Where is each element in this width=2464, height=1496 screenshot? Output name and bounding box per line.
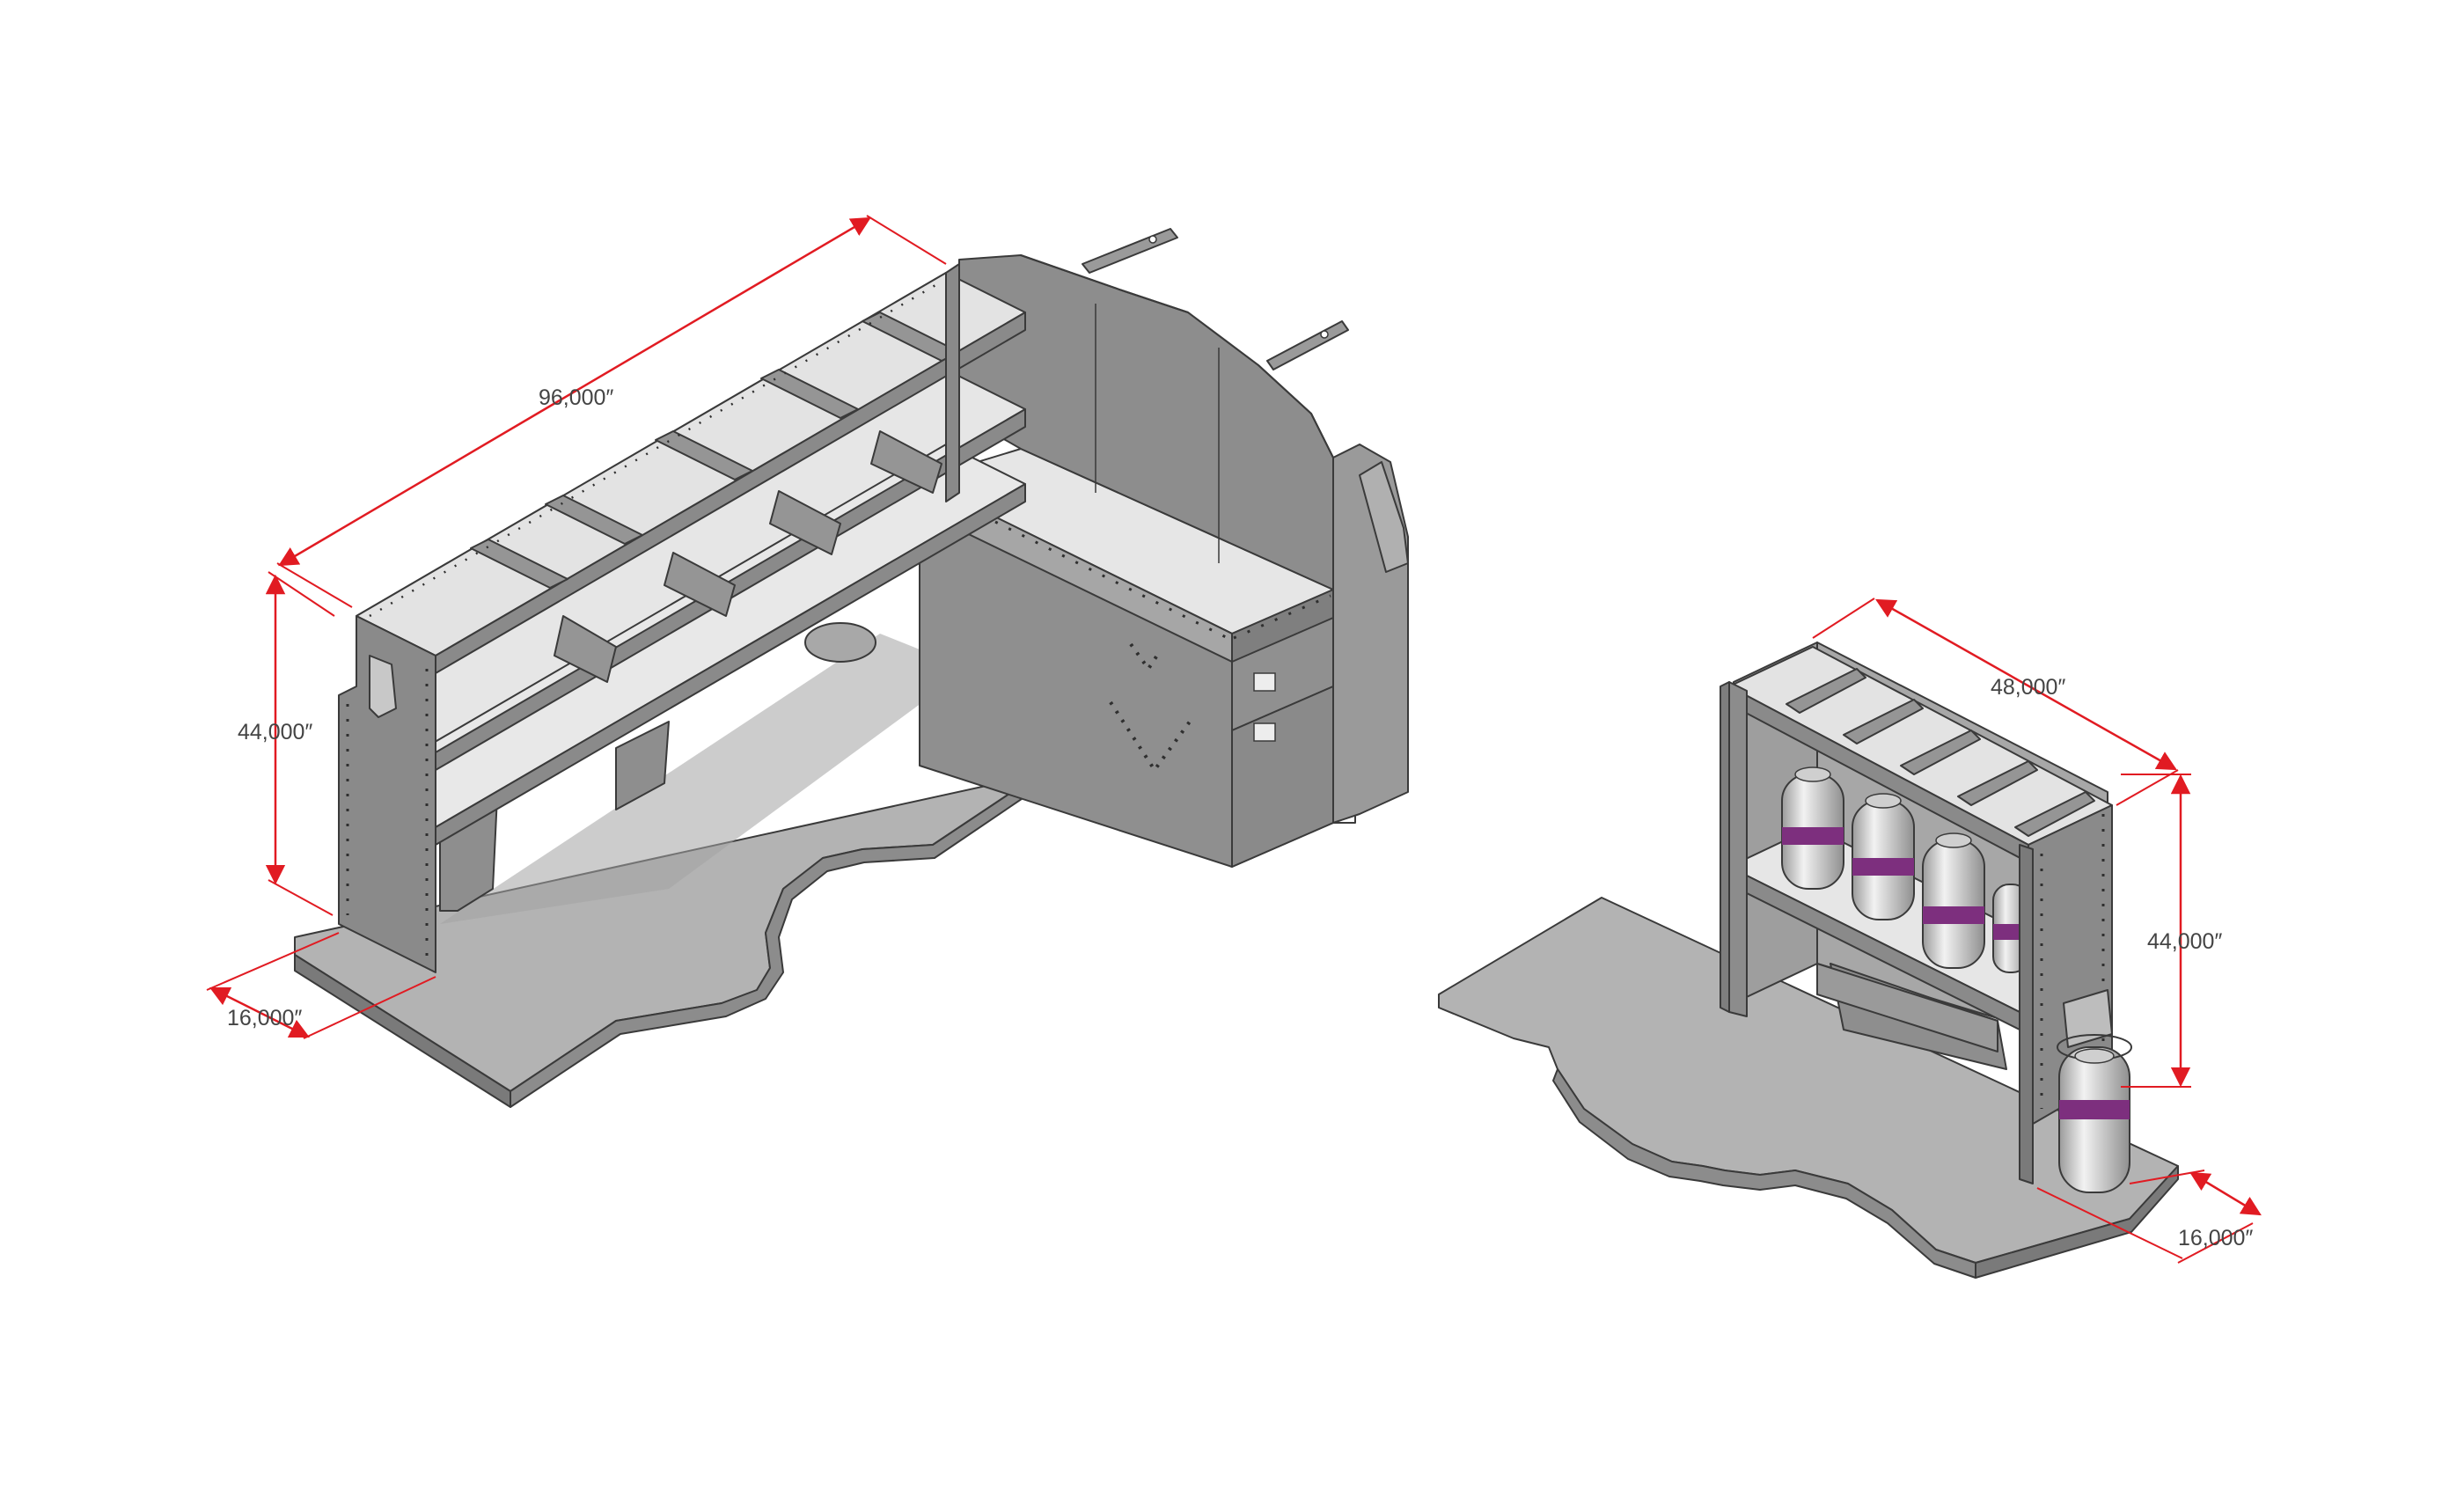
left-floor-shadow [440, 634, 968, 924]
left-shelf-right-upright [945, 263, 960, 502]
strap-hole-2 [1320, 330, 1329, 339]
right-height-label: 44,000″ [2147, 929, 2222, 954]
left-depth-dimension-line [209, 986, 311, 1038]
tank-holder-bracket [2063, 989, 2113, 1048]
left-dimensions: 96,000″ 44,000″ 16,000″ [206, 215, 947, 1039]
partition-bracket [1359, 461, 1409, 573]
mount-strap-upper [1082, 228, 1178, 274]
left-height-label: 44,000″ [238, 720, 312, 744]
left-bin-right [615, 721, 670, 810]
left-end-panel [338, 615, 436, 973]
propane-tanks [1781, 766, 2029, 973]
left-wheel-well [804, 622, 876, 663]
cabinet-logo-mark [1109, 642, 1192, 774]
left-depth-label: 16,000″ [227, 1006, 302, 1030]
right-dimensions: 48,000″ 44,000″ 16,000″ [1812, 598, 2262, 1264]
partition-wall-upper [1020, 254, 1356, 824]
right-front-upright [2019, 844, 2034, 1184]
propane-tank-3 [1922, 832, 1985, 969]
right-shelving-unit [1438, 642, 2179, 1279]
drawer-upper-handle [1253, 672, 1276, 692]
propane-tank-2 [1852, 793, 1915, 920]
drawer-lower-handle [1253, 722, 1276, 742]
strap-hole-1 [1148, 235, 1157, 244]
right-depth-dimension-line [2189, 1171, 2262, 1216]
propane-tank-1 [1781, 766, 1844, 890]
mount-strap-lower [1266, 320, 1349, 370]
right-left-upright [1728, 681, 1748, 1017]
left-shelving-unit [294, 228, 1409, 1108]
left-length-dimension-line [278, 216, 871, 567]
left-length-label: 96,000″ [539, 385, 613, 410]
right-length-dimension-line [1875, 598, 2177, 771]
right-lower-bin-front [1816, 963, 1998, 1052]
right-left-end-panel [1720, 681, 1730, 1013]
right-depth-label: 16,000″ [2178, 1226, 2253, 1250]
side-propane-tank [2057, 1034, 2132, 1193]
left-end-panel-cutout [369, 655, 397, 718]
right-van-floor-edge-2 [1552, 1068, 1976, 1279]
right-length-label: 48,000″ [1991, 675, 2065, 700]
